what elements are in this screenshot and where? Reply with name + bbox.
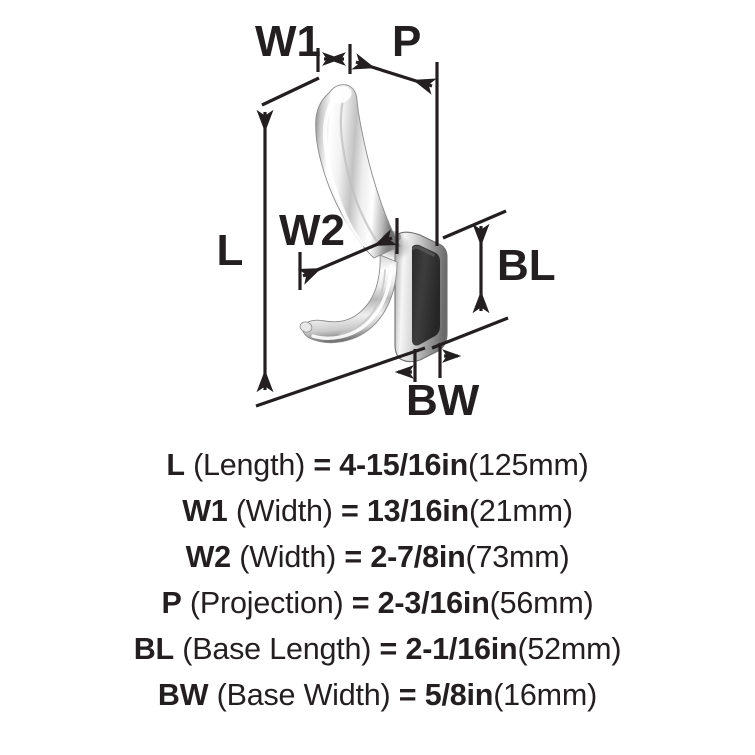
spec-row-width1: W1 (Width) = 13/16in(21mm) bbox=[0, 488, 755, 534]
specification-list: L (Length) = 4-15/16in(125mm) W1 (Width)… bbox=[0, 436, 755, 755]
dimension-lines bbox=[255, 44, 509, 408]
spec-abbr-bw: BW bbox=[157, 678, 209, 712]
spec-name-bw: (Base Width) bbox=[216, 678, 391, 712]
spec-metric-w1: (21mm) bbox=[468, 494, 573, 528]
dimension-label-bl: BL bbox=[497, 241, 556, 290]
spec-row-width2: W2 (Width) = 2-7/8in(73mm) bbox=[0, 534, 755, 580]
spec-metric-w2: (73mm) bbox=[465, 540, 570, 574]
spec-eq-w1: = bbox=[341, 494, 359, 528]
spec-metric-p: (56mm) bbox=[489, 586, 594, 620]
recess-highlight bbox=[412, 245, 435, 257]
spec-value-bl: 2-1/16in bbox=[405, 632, 518, 666]
spec-value-l: 4-15/16in bbox=[339, 448, 469, 482]
upper-prong-shadowline bbox=[339, 94, 380, 245]
spec-abbr-w2: W2 bbox=[185, 540, 232, 574]
spec-eq-bw: = bbox=[398, 678, 417, 712]
spec-name-l: (Length) bbox=[193, 448, 306, 482]
spec-value-bw: 5/8in bbox=[424, 678, 494, 712]
spec-row-length: L (Length) = 4-15/16in(125mm) bbox=[0, 442, 755, 488]
lower-prong-tip bbox=[299, 321, 313, 333]
upper-prong-tip-highlight bbox=[330, 86, 352, 104]
bl-leader-bottom bbox=[431, 316, 509, 350]
l-leader-bottom bbox=[255, 346, 426, 408]
spec-abbr-l: L bbox=[166, 448, 185, 482]
spec-value-w2: 2-7/8in bbox=[370, 540, 466, 574]
spec-eq-bl: = bbox=[379, 632, 398, 666]
spec-eq-w2: = bbox=[344, 540, 363, 574]
w1-leader bbox=[261, 76, 320, 107]
spec-name-bl: (Base Length) bbox=[182, 632, 372, 666]
spec-metric-bl: (52mm) bbox=[517, 632, 622, 666]
spec-row-projection: P (Projection) = 2-3/16in(56mm) bbox=[0, 580, 755, 626]
hook-illustration bbox=[299, 84, 448, 363]
spec-abbr-w1: W1 bbox=[182, 494, 228, 528]
spec-name-w2: (Width) bbox=[239, 540, 337, 574]
spec-eq-p: = bbox=[351, 586, 370, 620]
spec-abbr-bl: BL bbox=[133, 632, 174, 666]
spec-abbr-p: P bbox=[161, 586, 182, 620]
upper-prong-highlight bbox=[322, 98, 364, 247]
spec-row-base-length: BL (Base Length) = 2-1/16in(52mm) bbox=[0, 626, 755, 672]
spec-eq-l: = bbox=[313, 448, 331, 482]
w2-arrow bbox=[297, 229, 398, 285]
spec-name-p: (Projection) bbox=[189, 586, 344, 620]
dimension-label-w2: W2 bbox=[279, 206, 345, 255]
bl-leader-top bbox=[442, 209, 507, 240]
dimension-label-bw: BW bbox=[406, 376, 480, 425]
dimension-label-w1: W1 bbox=[255, 17, 321, 66]
dimension-label-p: P bbox=[392, 17, 421, 66]
spec-value-w1: 13/16in bbox=[366, 494, 469, 528]
spec-metric-bw: (16mm) bbox=[493, 678, 598, 712]
spec-name-w1: (Width) bbox=[235, 494, 333, 528]
dimension-label-l: L bbox=[217, 226, 244, 275]
p-arrow bbox=[351, 53, 437, 95]
spec-metric-l: (125mm) bbox=[468, 448, 589, 482]
spec-value-p: 2-3/16in bbox=[377, 586, 490, 620]
hook-dimension-diagram: W1 P L W2 BL BW bbox=[217, 17, 556, 425]
base-plate-recess bbox=[412, 244, 440, 346]
diagram-svg: W1 P L W2 BL BW bbox=[217, 17, 556, 425]
lower-prong-highlight bbox=[311, 264, 393, 340]
spec-row-base-width: BW (Base Width) = 5/8in(16mm) bbox=[0, 672, 755, 718]
